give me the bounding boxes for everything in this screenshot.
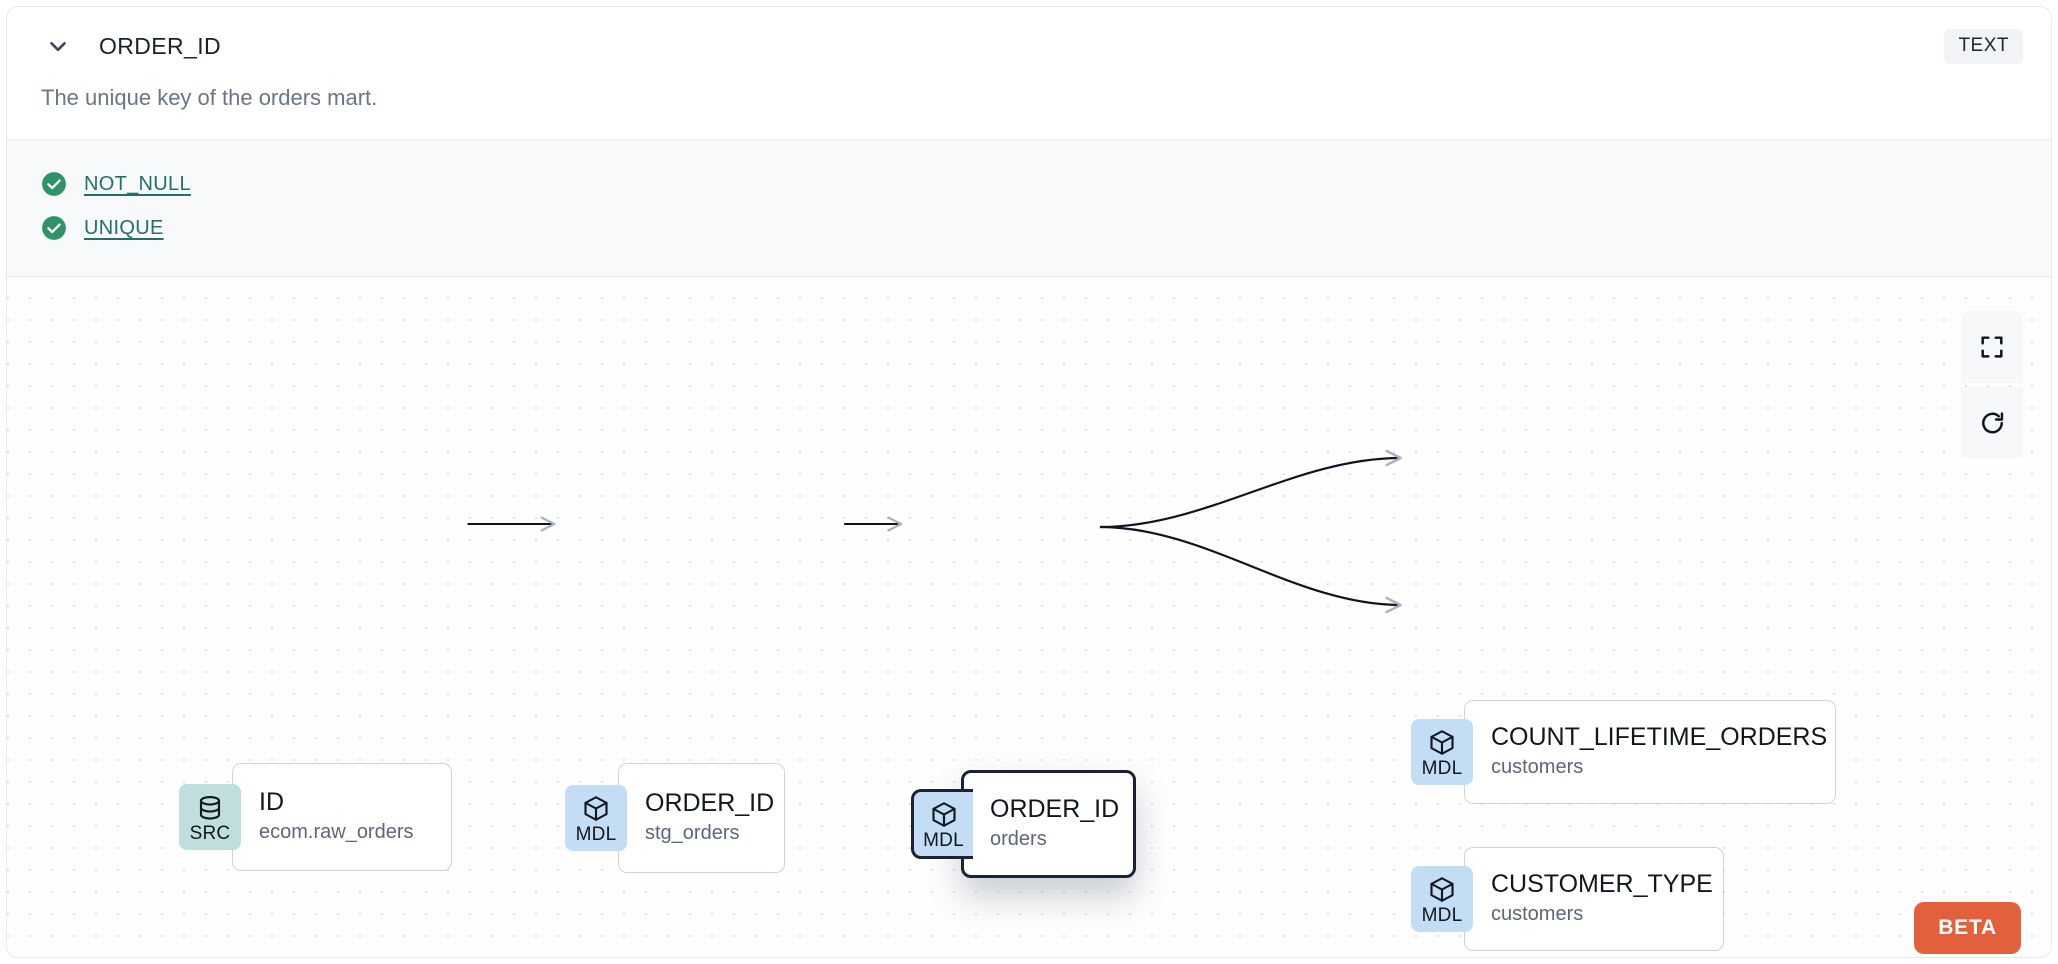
node-name: ID bbox=[259, 787, 284, 816]
cube-icon bbox=[1430, 877, 1454, 902]
node-source: stg_orders bbox=[645, 821, 740, 844]
node-badge-mdl: MDL bbox=[911, 789, 973, 859]
column-description: The unique key of the orders mart. bbox=[41, 85, 378, 110]
node-badge-src: SRC bbox=[179, 784, 241, 850]
check-circle-icon bbox=[42, 172, 66, 196]
lineage-node-customer-type[interactable]: MDL CUSTOMER_TYPE customers bbox=[1411, 847, 1724, 951]
cube-icon bbox=[584, 796, 608, 821]
node-body: ORDER_ID stg_orders bbox=[618, 763, 785, 873]
test-row: NOT_NULL bbox=[41, 162, 2017, 206]
edge-orders-customer-type bbox=[1099, 525, 1402, 614]
node-badge-mdl: MDL bbox=[1411, 719, 1473, 785]
chevron-down-icon[interactable] bbox=[41, 29, 75, 63]
refresh-icon bbox=[1981, 411, 2003, 433]
lineage-node-count-lifetime-orders[interactable]: MDL COUNT_LIFETIME_ORDERS customers bbox=[1411, 700, 1836, 804]
lineage-node-src-id[interactable]: SRC ID ecom.raw_orders bbox=[179, 763, 452, 871]
lineage-node-orders-order-id[interactable]: MDL ORDER_ID orders bbox=[911, 770, 1136, 878]
cube-icon bbox=[1430, 730, 1454, 755]
fit-view-button[interactable] bbox=[1961, 311, 2023, 383]
node-source: customers bbox=[1491, 755, 1584, 778]
page-title: ORDER_ID bbox=[99, 32, 222, 59]
node-body: ORDER_ID orders bbox=[961, 770, 1136, 878]
test-row: UNIQUE bbox=[41, 206, 2017, 250]
column-detail-panel: ORDER_ID TEXT The unique key of the orde… bbox=[6, 6, 2052, 958]
lineage-node-stg-order-id[interactable]: MDL ORDER_ID stg_orders bbox=[565, 763, 785, 873]
panel-header: ORDER_ID TEXT bbox=[7, 7, 2051, 85]
canvas-controls bbox=[1961, 311, 2023, 459]
tests-section: NOT_NULL UNIQUE bbox=[7, 139, 2051, 277]
node-source: orders bbox=[990, 827, 1047, 850]
node-source: customers bbox=[1491, 902, 1584, 925]
node-name: CUSTOMER_TYPE bbox=[1491, 869, 1713, 898]
lineage-canvas[interactable]: SRC ID ecom.raw_orders MDL ORDER_ID stg_… bbox=[7, 277, 2051, 957]
node-badge-label: SRC bbox=[189, 823, 231, 844]
node-badge-label: MDL bbox=[575, 824, 617, 845]
node-name: ORDER_ID bbox=[990, 794, 1120, 823]
node-body: COUNT_LIFETIME_ORDERS customers bbox=[1464, 700, 1836, 804]
node-badge-mdl: MDL bbox=[1411, 866, 1473, 932]
data-type-badge: TEXT bbox=[1944, 28, 2023, 64]
node-body: ID ecom.raw_orders bbox=[232, 763, 452, 871]
beta-badge[interactable]: BETA bbox=[1914, 902, 2021, 954]
node-badge-mdl: MDL bbox=[565, 785, 627, 851]
edge-orders-count-lifetime-orders bbox=[1099, 449, 1402, 529]
database-icon bbox=[199, 795, 221, 820]
node-badge-label: MDL bbox=[1421, 905, 1463, 926]
fullscreen-icon bbox=[1981, 336, 2003, 358]
test-link-not-null[interactable]: NOT_NULL bbox=[84, 172, 191, 195]
node-name: COUNT_LIFETIME_ORDERS bbox=[1491, 722, 1828, 751]
cube-icon bbox=[931, 802, 956, 827]
node-badge-label: MDL bbox=[1421, 758, 1463, 779]
reset-button[interactable] bbox=[1961, 387, 2023, 459]
node-badge-label: MDL bbox=[923, 830, 964, 851]
check-circle-icon bbox=[42, 216, 66, 240]
node-source: ecom.raw_orders bbox=[259, 820, 414, 843]
node-body: CUSTOMER_TYPE customers bbox=[1464, 847, 1724, 951]
test-link-unique[interactable]: UNIQUE bbox=[84, 216, 164, 239]
node-name: ORDER_ID bbox=[645, 788, 775, 817]
